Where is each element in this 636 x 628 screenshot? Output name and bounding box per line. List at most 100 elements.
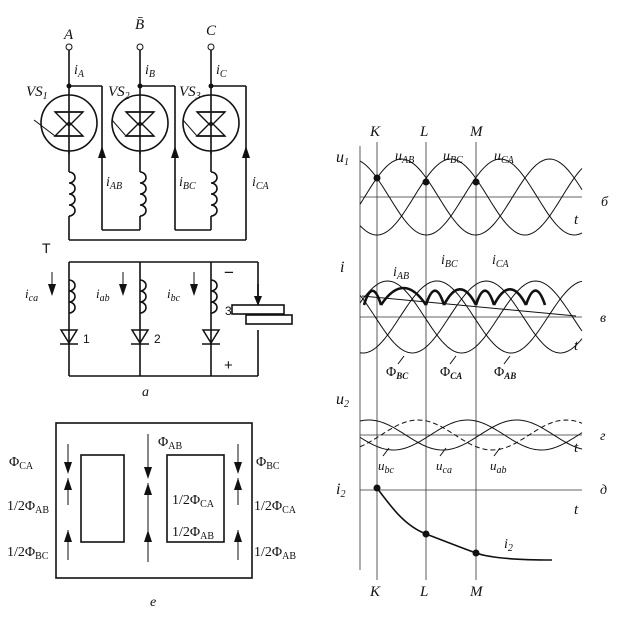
subplot-letter-d: д	[600, 483, 607, 498]
subplot-letter-g: г	[600, 429, 606, 444]
curve-label-ubc-g: ubc	[378, 458, 395, 476]
current-label-ibc-secondary: ibc	[167, 286, 181, 304]
t-label-d: t	[574, 502, 579, 518]
flux-label-right-0: ΦBC	[256, 455, 280, 472]
thyristor-vs2	[111, 92, 169, 154]
phase-terminal-a: A	[63, 27, 74, 92]
flux-label-inner-1: 1/2ΦAB	[172, 525, 214, 542]
flux-label-ab: ΦAB	[494, 365, 516, 381]
curve-ubc	[359, 158, 583, 236]
flux-label-right-1: 1/2ΦCA	[254, 499, 297, 516]
thyristor-label-vs1: VS1	[26, 84, 48, 102]
curve-ubc	[359, 419, 583, 451]
magnetic-core-diagram: ΦCA 1/2ΦAB 1/2ΦBC ΦAB 1/2ΦCA 1/2ΦAB ΦBC …	[7, 422, 297, 610]
curve-label-uca: uCA	[494, 149, 515, 166]
curve-uca	[359, 158, 583, 236]
subplot-b: u1 t б uAB uBC uCA	[336, 149, 609, 236]
flux-label-left-2: 1/2ΦBC	[7, 545, 49, 562]
flux-curve-1	[359, 280, 583, 354]
flux-label-right-2: 1/2ΦAB	[254, 545, 296, 562]
thyristor-label-vs2: VS2	[108, 84, 130, 102]
current-label-ica: iCA	[252, 175, 270, 192]
flux-label-inner-0: 1/2ΦCA	[172, 493, 215, 510]
thyristor-vs3	[182, 92, 240, 154]
transformer-label: T	[42, 240, 51, 256]
diode-1	[59, 329, 79, 345]
caption-a: а	[142, 385, 149, 400]
curve-label-ica: iCA	[492, 253, 510, 270]
crossing-point-l	[422, 178, 430, 186]
phase-terminal-b: B̄	[135, 17, 144, 92]
curve-i2	[376, 487, 553, 561]
curve-label-uca-g: uca	[436, 458, 452, 476]
current-label-ica-secondary: ica	[25, 286, 38, 304]
caption-e: е	[150, 595, 156, 610]
point-label-k-bottom: K	[369, 584, 381, 600]
curve-uab	[359, 158, 583, 236]
flux-arrows-left	[64, 444, 72, 560]
waveform-diagram: K L M K L M u1 t б uAB uBC uCA	[336, 124, 609, 600]
curve-label-ibc: iBC	[441, 253, 458, 270]
decay-line	[361, 295, 577, 317]
flux-arrows-right	[234, 444, 242, 560]
flux-label-ca: ΦCA	[440, 365, 462, 381]
subplot-letter-b: б	[601, 195, 609, 210]
phase-label-b: B̄	[135, 17, 144, 33]
current-label-iab: iAB	[106, 175, 122, 192]
current-label-iab-secondary: iab	[96, 286, 110, 304]
curve-label-uab: uAB	[395, 149, 414, 166]
flux-label-top-center: ΦAB	[158, 435, 182, 452]
t-label-g: t	[574, 440, 579, 456]
diode-3	[201, 329, 221, 345]
curve-label-uab-g: uab	[490, 458, 507, 476]
subplot-d: i2 t д i2	[336, 481, 607, 561]
flux-label-left-1: 1/2ΦAB	[7, 499, 49, 516]
current-label-ib: iB	[145, 63, 155, 80]
secondary-circuit	[48, 261, 293, 377]
minus-sign: −	[224, 263, 234, 282]
flux-arrows-middle	[144, 434, 152, 562]
axis-label-i: i	[340, 259, 344, 276]
current-label-ia: iA	[74, 63, 85, 80]
crossing-point-k	[373, 174, 381, 182]
curve-label-iab: iAB	[393, 265, 409, 282]
flux-label-left-0: ΦCA	[9, 455, 34, 472]
subplot-letter-v: в	[600, 311, 606, 326]
point-label-m-bottom: M	[469, 584, 484, 600]
i2-point-k	[373, 484, 381, 492]
diode-2	[130, 329, 150, 345]
subplot-g: u2 t г ubc uca uab	[336, 391, 606, 476]
axis-label-u2: u2	[336, 391, 349, 410]
curve-label-ubc: uBC	[443, 149, 463, 166]
point-label-k-top: K	[369, 124, 381, 140]
flux-curve-0	[359, 280, 583, 354]
primary-windings	[68, 151, 246, 241]
i2-point-m	[472, 549, 480, 557]
phase-terminal-c: C	[206, 23, 217, 92]
t-label-b: t	[574, 212, 579, 228]
thyristor-vs1	[33, 92, 98, 154]
thyristor-label-vs3: VS3	[179, 84, 201, 102]
load-rheostat	[231, 284, 293, 325]
i2-point-l	[422, 530, 430, 538]
subplot-v: i t в iAB iBC iCA ΦBC ΦCA ΦAB	[340, 253, 606, 381]
current-label-ibc: iBC	[179, 175, 196, 192]
axis-label-u1: u1	[336, 149, 349, 168]
circuit-diagram: A B̄ C iA iB iC	[25, 17, 293, 400]
flux-curve-2	[359, 280, 583, 354]
crossing-point-m	[472, 178, 480, 186]
point-label-m-top: M	[469, 124, 484, 140]
curve-uab	[359, 419, 583, 451]
point-label-l-top: L	[419, 124, 428, 140]
curve-label-i2: i2	[504, 537, 513, 554]
point-label-l-bottom: L	[419, 584, 428, 600]
diode-label-2: 2	[154, 332, 161, 346]
curve-uca	[359, 419, 583, 451]
phase-label-c: C	[206, 23, 217, 39]
diode-label-3: 3	[225, 304, 232, 318]
loop-current-arrows	[98, 146, 250, 158]
diode-label-1: 1	[83, 332, 90, 346]
current-envelope	[362, 286, 547, 306]
axis-label-i2: i2	[336, 481, 345, 500]
